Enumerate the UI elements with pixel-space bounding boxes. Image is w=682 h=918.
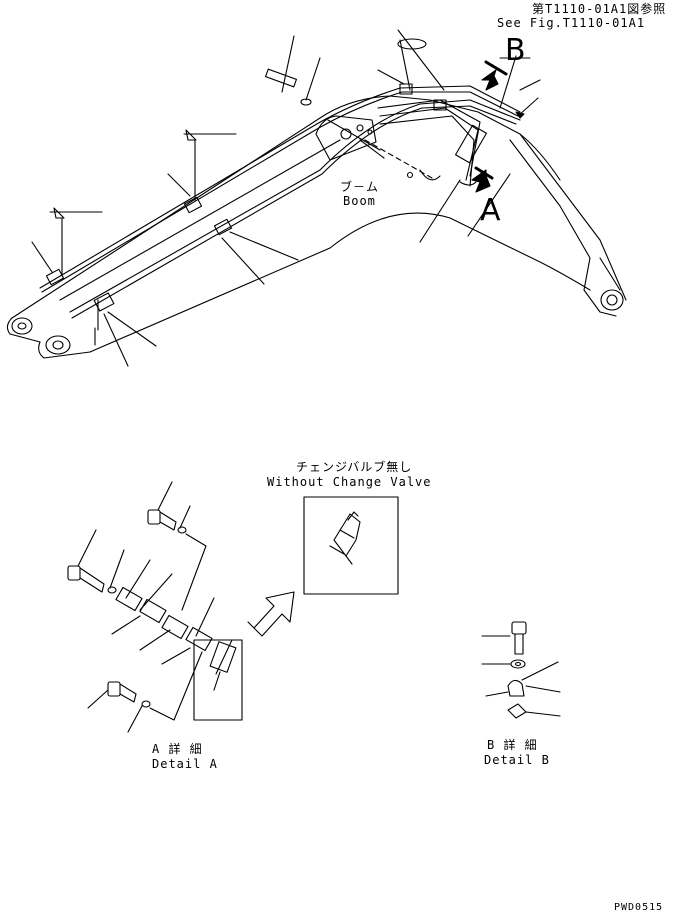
detail-b-parts bbox=[481, 621, 561, 719]
detail-a-label-jp: A 詳 細 bbox=[152, 742, 203, 756]
without-change-valve-box bbox=[303, 496, 399, 595]
boom-label-en: Boom bbox=[343, 194, 376, 208]
hollow-arrow bbox=[247, 591, 295, 637]
boom-clamps bbox=[45, 83, 487, 312]
without-change-valve-label-jp: チェンジバルブ無し bbox=[296, 460, 413, 474]
boom-pipes bbox=[39, 85, 521, 319]
detail-b-label-en: Detail B bbox=[484, 753, 550, 767]
boom-label-jp: ブ－ム bbox=[340, 180, 380, 194]
direction-arrows bbox=[471, 60, 539, 193]
without-change-valve-label-en: Without Change Valve bbox=[267, 475, 432, 489]
callout-b-label: B bbox=[505, 33, 526, 68]
detail-a-parts bbox=[67, 481, 243, 733]
callout-a-label: A bbox=[480, 193, 501, 228]
drawing-code: PWD0515 bbox=[614, 902, 664, 913]
boom-outline bbox=[6, 95, 627, 359]
boom-leaders bbox=[31, 29, 541, 367]
reference-figure-en: See Fig.T1110-01A1 bbox=[497, 16, 646, 30]
detail-a-label-en: Detail A bbox=[152, 757, 218, 771]
reference-figure-jp: 第T1110-01A1図参照 bbox=[532, 2, 667, 16]
detail-b-label-jp: B 詳 細 bbox=[487, 738, 538, 752]
